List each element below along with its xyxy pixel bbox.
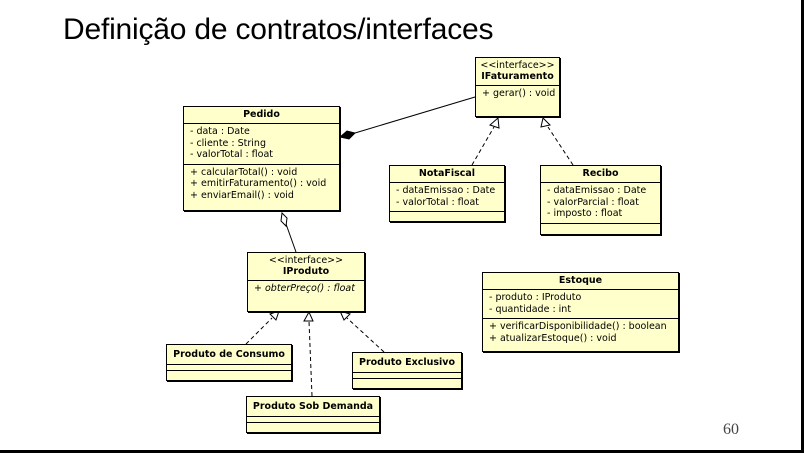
operation: + enviarEmail() : void xyxy=(190,189,294,201)
operations-compartment: + verificarDisponibilidade() : boolean +… xyxy=(483,318,678,347)
composition-pedido-ifaturamento xyxy=(344,96,476,137)
realization-arrow-icon xyxy=(269,310,280,321)
composition-diamond-icon xyxy=(338,130,356,140)
class-name: Produto Exclusivo xyxy=(358,357,455,368)
interface-ifaturamento: <<interface>> IFaturamento + gerar() : v… xyxy=(475,57,560,117)
operation: + calcularTotal() : void xyxy=(190,166,298,178)
stereotype-label: <<interface>> xyxy=(268,255,344,266)
realization-arrow-icon xyxy=(489,116,500,129)
attribute: - imposto : float xyxy=(547,208,623,219)
realization-produto-consumo xyxy=(245,317,273,345)
operation: + gerar() : void xyxy=(482,88,556,99)
class-name: IFaturamento xyxy=(481,71,554,82)
realization-arrow-icon xyxy=(339,310,351,321)
attribute: - dataEmissao : Date xyxy=(396,185,496,196)
attribute: - valorParcial : float xyxy=(547,196,639,208)
operation: + obterPreço() : float xyxy=(254,283,355,294)
attribute: - valorTotal : float xyxy=(396,196,480,208)
class-estoque: Estoque - produto : IProduto - quantidad… xyxy=(482,272,679,352)
operations-compartment xyxy=(541,222,660,229)
operations-compartment xyxy=(247,422,379,428)
attribute: - quantidade : int xyxy=(489,303,572,315)
class-notafiscal: NotaFiscal - dataEmissao : Date - valorT… xyxy=(389,165,505,222)
interface-iproduto: <<interface>> IProduto + obterPreço() : … xyxy=(247,252,365,312)
realization-produto-sob-demanda xyxy=(308,320,313,397)
class-pedido: Pedido - data : Date - cliente : String … xyxy=(183,106,340,211)
attributes-compartment: - dataEmissao : Date - valorParcial : fl… xyxy=(541,182,660,223)
slide-title: Definição de contratos/interfaces xyxy=(63,13,494,46)
operations-compartment: + calcularTotal() : void + emitirFaturam… xyxy=(184,163,339,205)
class-name: Produto de Consumo xyxy=(173,349,285,360)
aggregation-pedido-iproduto xyxy=(285,223,297,253)
operations-compartment: + gerar() : void xyxy=(476,85,559,103)
operations-compartment xyxy=(167,370,291,376)
operation: + verificarDisponibilidade() : boolean xyxy=(489,321,667,332)
attribute: - valorTotal : float xyxy=(190,149,274,160)
class-produto-exclusivo: Produto Exclusivo xyxy=(352,352,462,389)
operations-compartment xyxy=(353,378,461,384)
attributes-compartment: - data : Date - cliente : String - valor… xyxy=(184,123,339,164)
attribute: - data : Date xyxy=(190,126,250,137)
realization-arrow-icon xyxy=(303,310,314,322)
operations-compartment xyxy=(390,211,504,217)
realization-produto-exclusivo xyxy=(346,317,385,353)
operation: + emitirFaturamento() : void xyxy=(190,178,327,189)
class-name: Recibo xyxy=(582,168,619,179)
class-produto-de-consumo: Produto de Consumo xyxy=(166,344,292,381)
attributes-compartment xyxy=(167,364,291,370)
attributes-compartment xyxy=(247,416,379,422)
aggregation-diamond-icon xyxy=(280,211,288,228)
realization-arrow-icon xyxy=(540,117,551,128)
class-name: Produto Sob Demanda xyxy=(252,401,374,412)
class-recibo: Recibo - dataEmissao : Date - valorParci… xyxy=(540,165,661,235)
operation: + atualizarEstoque() : void xyxy=(489,332,617,344)
attribute: - produto : IProduto xyxy=(489,292,582,303)
page-number: 60 xyxy=(723,421,739,438)
realization-recibo xyxy=(547,126,574,166)
class-name: IProduto xyxy=(282,266,330,277)
attributes-compartment: - dataEmissao : Date - valorTotal : floa… xyxy=(390,182,504,211)
class-name: Estoque xyxy=(558,275,603,286)
realization-notafiscal xyxy=(471,126,495,166)
class-produto-sob-demanda: Produto Sob Demanda xyxy=(246,396,380,433)
class-name: Pedido xyxy=(243,109,280,120)
operations-compartment: + obterPreço() : float xyxy=(248,280,364,298)
attribute: - dataEmissao : Date xyxy=(547,185,647,196)
attribute: - cliente : String xyxy=(190,137,266,149)
attributes-compartment: - produto : IProduto - quantidade : int xyxy=(483,289,678,318)
class-name: NotaFiscal xyxy=(418,168,476,179)
stereotype-label: <<interface>> xyxy=(480,60,555,71)
attributes-compartment xyxy=(353,372,461,378)
